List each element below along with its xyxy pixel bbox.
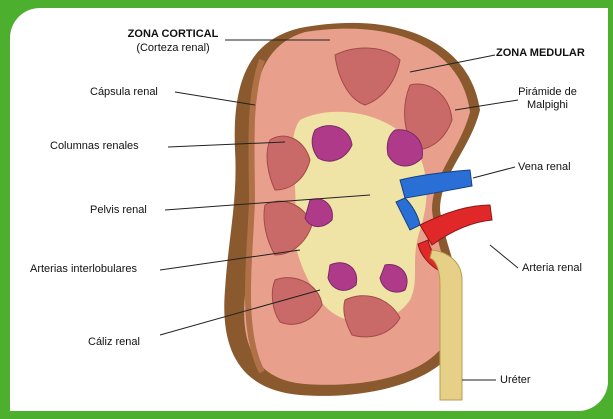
label-pelvis-renal: Pelvis renal [90,204,147,217]
label-zona-medular: ZONA MEDULAR [496,47,585,60]
label-piramide-line2: Malpighi [500,99,595,112]
label-piramide-line1: Pirámide de [500,86,595,99]
label-corteza-renal: (Corteza renal) [113,42,233,55]
label-zona-cortical: ZONA CORTICAL [113,28,233,41]
label-capsula-renal: Cápsula renal [90,86,158,99]
label-caliz-renal: Cáliz renal [88,336,140,349]
label-vena-renal: Vena renal [518,161,571,174]
label-ureter: Uréter [500,374,531,387]
label-columnas-renales: Columnas renales [50,140,139,153]
label-arteria-renal: Arteria renal [522,262,582,275]
label-arterias-interlobulares: Arterias interlobulares [30,263,137,276]
